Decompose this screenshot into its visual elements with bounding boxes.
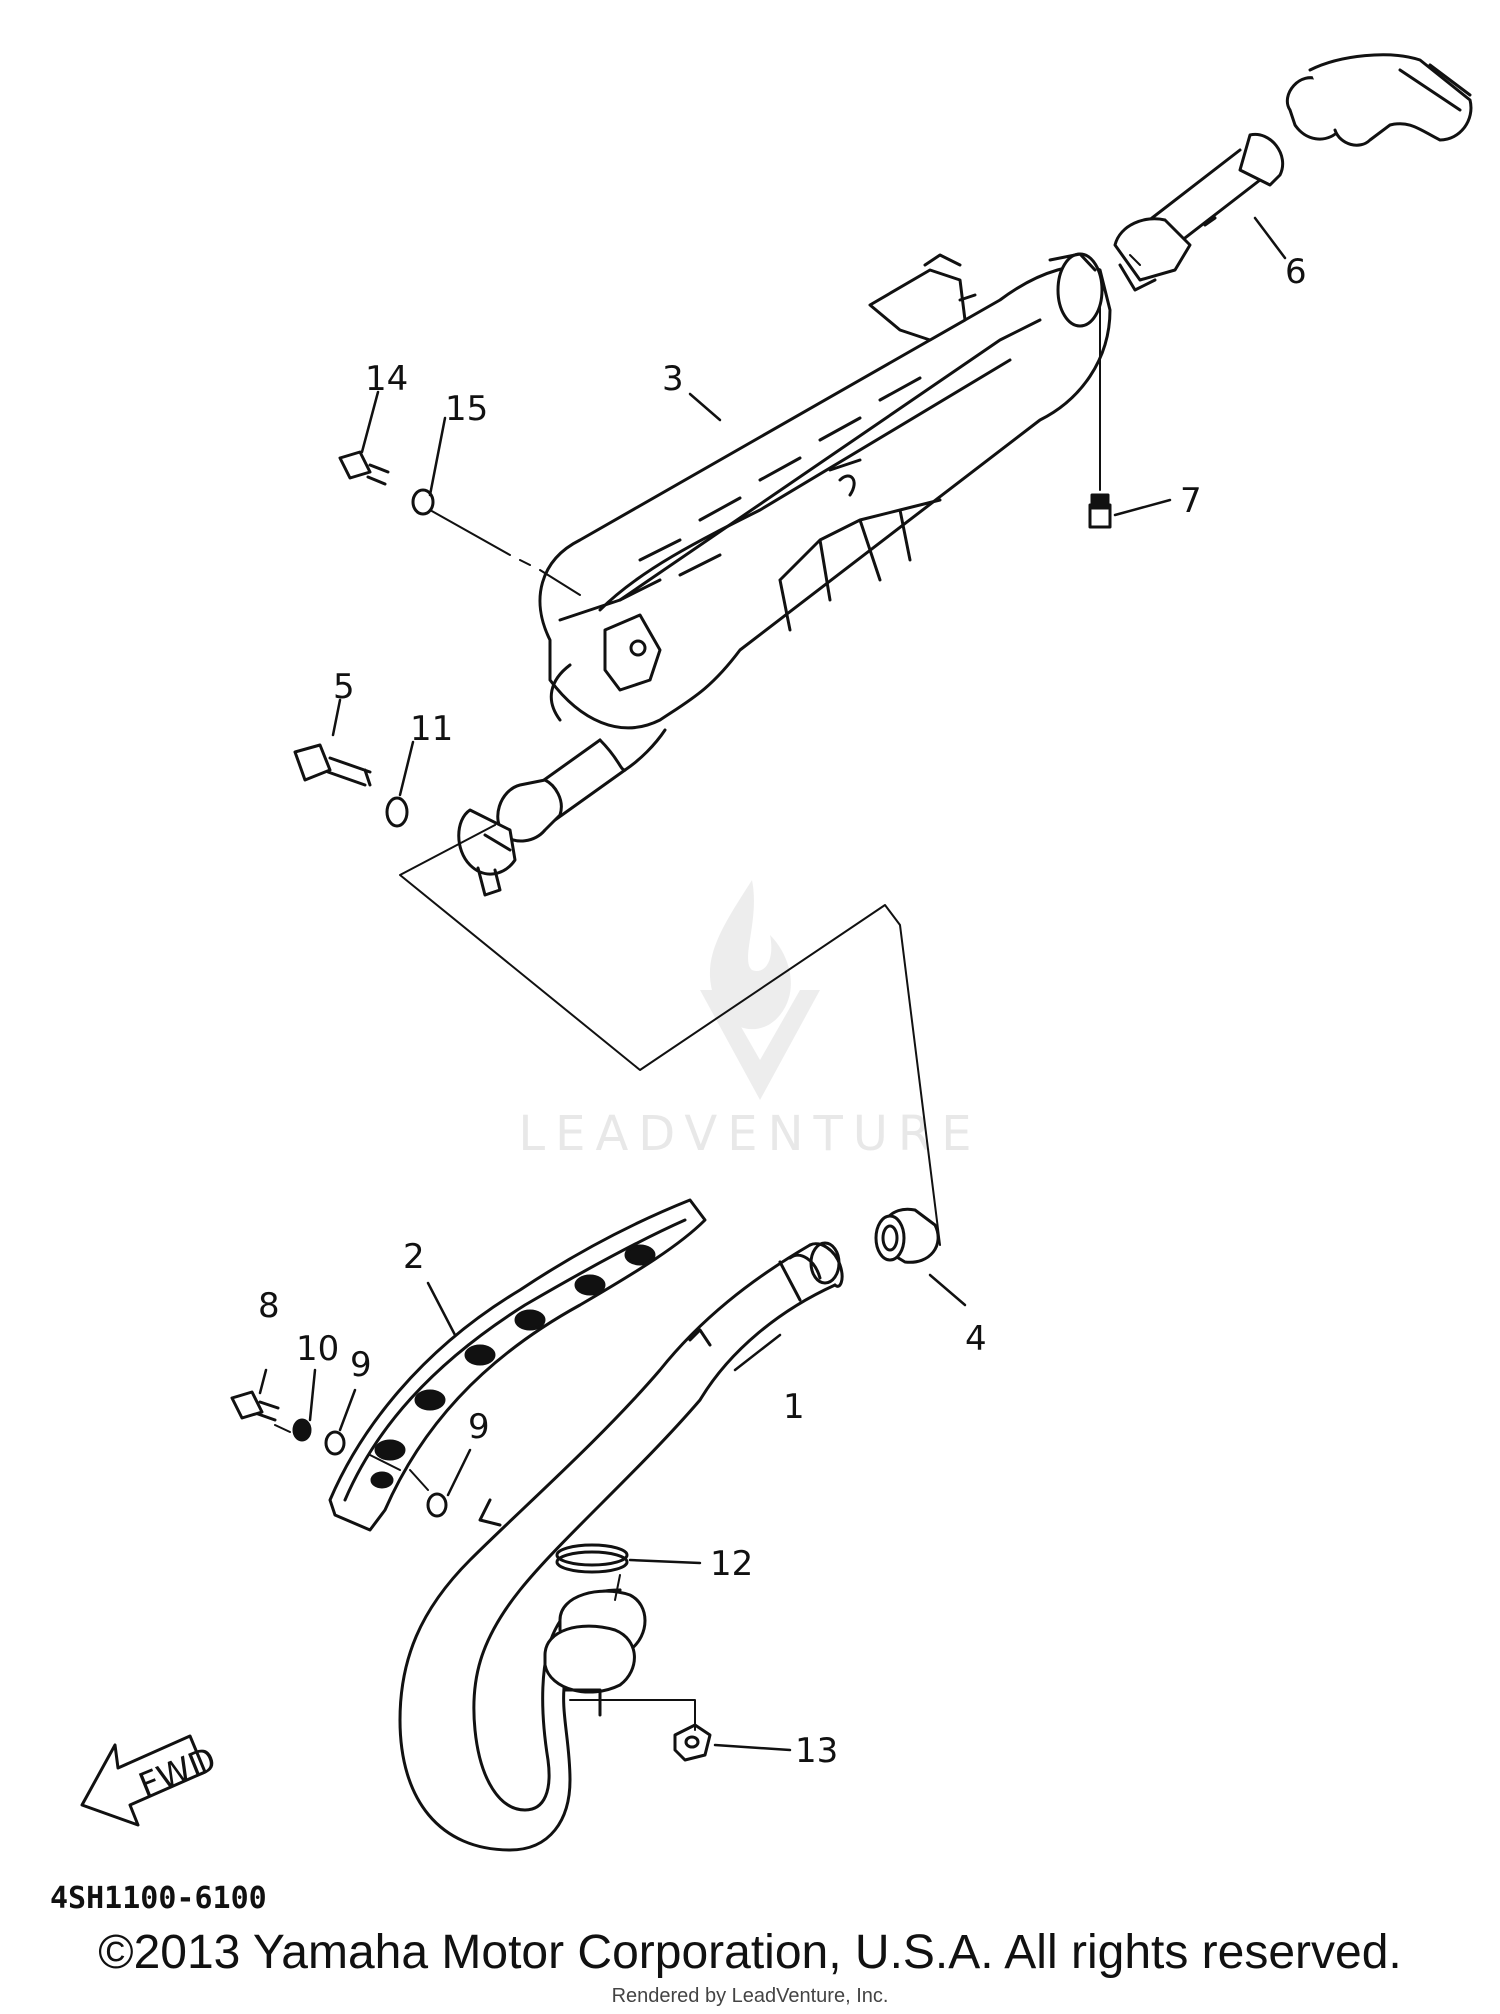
washer-part-15 xyxy=(411,488,435,516)
bolt-part-5 xyxy=(293,743,372,787)
protector xyxy=(328,1198,707,1532)
diagram-code: 4SH1100-6100 xyxy=(50,1881,267,1916)
bolt-part-8 xyxy=(230,1390,280,1422)
washer-part-9a xyxy=(324,1430,346,1456)
callout-12: 12 xyxy=(710,1544,753,1584)
copyright-notice: ©2013 Yamaha Motor Corporation, U.S.A. A… xyxy=(98,1926,1402,1979)
gasket-part-11 xyxy=(385,796,409,828)
gasket-part-12 xyxy=(555,1543,629,1574)
gasket-part-4 xyxy=(874,1207,940,1264)
callout-10: 10 xyxy=(296,1329,339,1369)
callout-5: 5 xyxy=(333,667,355,707)
leadventure-watermark: LEADVENTURE xyxy=(518,880,981,1162)
muffler xyxy=(457,252,1112,897)
callout-9b: 9 xyxy=(468,1407,490,1447)
callout-numbers: 1 2 3 4 5 6 7 8 9 9 10 11 12 13 14 15 xyxy=(258,252,1307,1771)
callout-6: 6 xyxy=(1285,252,1307,292)
watermark-text: LEADVENTURE xyxy=(518,1106,981,1162)
callout-8: 8 xyxy=(258,1286,280,1326)
bolt-part-7 xyxy=(1088,493,1112,529)
bolt-part-14 xyxy=(338,450,390,486)
tail-pipe xyxy=(1113,53,1473,292)
callout-7: 7 xyxy=(1180,481,1202,521)
callout-13: 13 xyxy=(795,1731,838,1771)
callout-9a: 9 xyxy=(350,1345,372,1385)
spring-washer-part-10 xyxy=(292,1418,312,1442)
exhaust-pipe xyxy=(398,1241,844,1852)
rendered-by-note: Rendered by LeadVenture, Inc. xyxy=(611,1985,889,2007)
callout-11: 11 xyxy=(410,709,453,749)
assembly-lines xyxy=(274,254,1141,1731)
callout-14: 14 xyxy=(365,359,408,399)
callout-1: 1 xyxy=(783,1387,805,1427)
leader-lines xyxy=(258,216,1287,1752)
fwd-arrow xyxy=(80,1734,207,1827)
nut-part-13 xyxy=(673,1723,712,1762)
callout-4: 4 xyxy=(965,1319,987,1359)
callout-15: 15 xyxy=(445,389,488,429)
callout-3: 3 xyxy=(662,359,684,399)
callout-2: 2 xyxy=(403,1237,425,1277)
washer-part-9b xyxy=(426,1492,448,1518)
